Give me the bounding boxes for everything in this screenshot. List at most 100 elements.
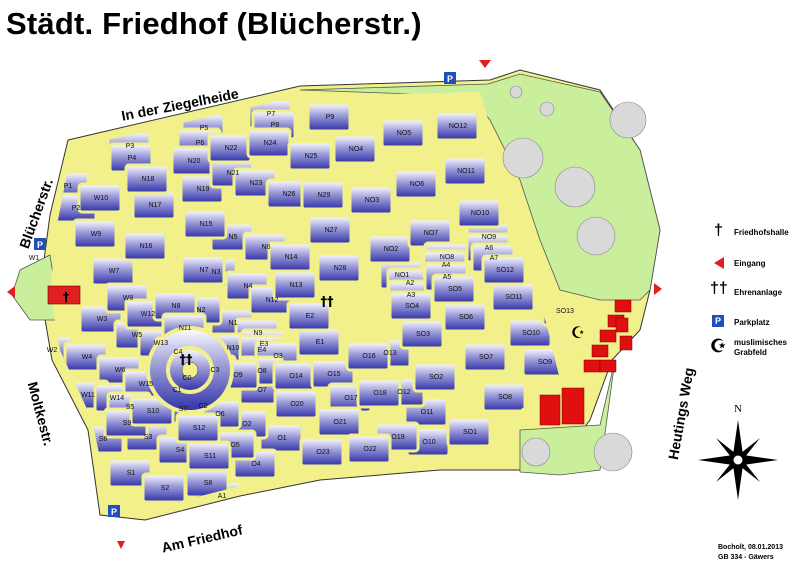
field-label-p9: P9 [326,114,335,121]
field-label-n16: N16 [140,243,153,250]
grave-field-w1 [50,242,56,274]
field-label-w7: W7 [109,268,120,275]
field-label-no3: NO3 [365,197,380,204]
field-label-o12: O12 [397,389,410,396]
field-label-c3: C3 [211,367,220,374]
field-label-s7: S7 [179,406,188,413]
grave-field-n25 [287,140,333,172]
entrance-icon [714,257,724,269]
parking-icon: P [712,315,724,327]
field-label-no10: NO10 [471,210,489,217]
field-label-n17: N17 [149,202,162,209]
footer-author: GB 334 - Gäwers [718,554,774,561]
field-label-a4: A4 [442,262,451,269]
field-label-o22: O22 [363,446,376,453]
field-label-n3: N3 [212,269,221,276]
field-label-o7: O7 [257,387,266,394]
field-label-s2: S2 [161,485,170,492]
field-label-o23: O23 [316,449,329,456]
field-label-so9: SO9 [538,359,552,366]
field-label-p3: P3 [126,143,135,150]
field-label-o2: O2 [242,421,251,428]
field-label-s9: S9 [123,420,132,427]
field-label-p4: P4 [128,155,137,162]
double-cross-icon: †† [710,280,728,297]
grave-field-p9 [306,101,352,133]
field-label-s10: S10 [147,408,160,415]
field-label-n18: N18 [142,176,155,183]
field-label-n26: N26 [283,191,296,198]
field-label-a3: A3 [407,292,416,299]
field-label-o13: O13 [383,350,396,357]
field-label-c4: C4 [174,349,183,356]
memorial-icon: †† [180,353,194,368]
field-label-so6: SO6 [459,314,473,321]
field-label-w4: W4 [82,354,93,361]
parking-icon: P [37,240,43,250]
field-label-w3: W3 [97,316,108,323]
field-label-w5: W5 [132,332,143,339]
field-label-no1: NO1 [395,272,410,279]
parking-markers [34,72,456,517]
field-label-n13: N13 [290,282,303,289]
field-label-p1: P1 [64,183,73,190]
field-label-w15: W15 [139,381,154,388]
grave-field-no10 [456,197,502,229]
field-label-w9: W9 [91,231,102,238]
field-label-n15: N15 [200,221,213,228]
field-label-so7: SO7 [479,354,493,361]
compass-north-label: N [734,403,742,415]
field-label-w1: W1 [29,255,40,262]
field-label-so3: SO3 [416,331,430,338]
field-label-a2: A2 [406,280,415,287]
field-label-n9: N9 [254,330,263,337]
grave-field-no6 [393,168,439,200]
field-label-o8: O8 [257,368,266,375]
grave-field-no2 [367,233,413,265]
grave-field-o20 [273,388,319,420]
field-label-so10: SO10 [522,330,540,337]
grave-field-n18 [124,163,170,195]
crescent-star-icon: ☪ [710,336,727,356]
memorial-icon: †† [321,295,335,310]
field-label-p5: P5 [200,125,209,132]
field-label-so12: SO12 [496,267,514,274]
field-label-o18: O18 [373,390,386,397]
field-label-p7: P7 [267,111,276,118]
field-label-w6: W6 [115,367,126,374]
grave-field-n27 [307,214,353,246]
grave-field-so12 [481,254,527,286]
field-label-n10: N10 [227,345,240,352]
field-label-n11: N11 [179,325,191,332]
field-label-e3: E3 [260,341,269,348]
trees [502,85,647,472]
field-label-s12: S12 [193,425,206,432]
grave-field-e2 [286,300,332,332]
field-label-n21: N21 [227,170,240,177]
field-label-n25: N25 [305,153,318,160]
field-label-w10: W10 [94,195,109,202]
field-label-so4: SO4 [405,303,419,310]
field-label-n2: N2 [197,307,206,314]
grave-field-n7 [180,254,226,286]
footer-date: Bocholt, 08.01.2013 [718,544,783,551]
field-label-c2: C2 [199,403,208,410]
field-label-o4: O4 [251,461,260,468]
field-label-s11: S11 [204,453,216,460]
field-label-n7: N7 [200,267,209,274]
field-label-o9: O9 [233,372,242,379]
field-label-w8: W8 [123,295,134,302]
field-label-o11: O11 [421,409,434,416]
field-label-o1: O1 [277,435,286,442]
hall-cross-icon: † [63,290,69,304]
field-label-n23: N23 [250,180,263,187]
parking-icon: P [111,507,117,517]
grave-field-n15 [182,208,228,240]
field-label-w13: W13 [154,340,169,347]
field-label-w14: W14 [110,395,125,402]
field-label-no8: NO8 [440,254,455,261]
grave-field-n16 [122,230,168,262]
muslim-field [539,299,633,426]
field-label-o3: O3 [273,353,282,360]
grave-field-o16 [345,340,391,372]
